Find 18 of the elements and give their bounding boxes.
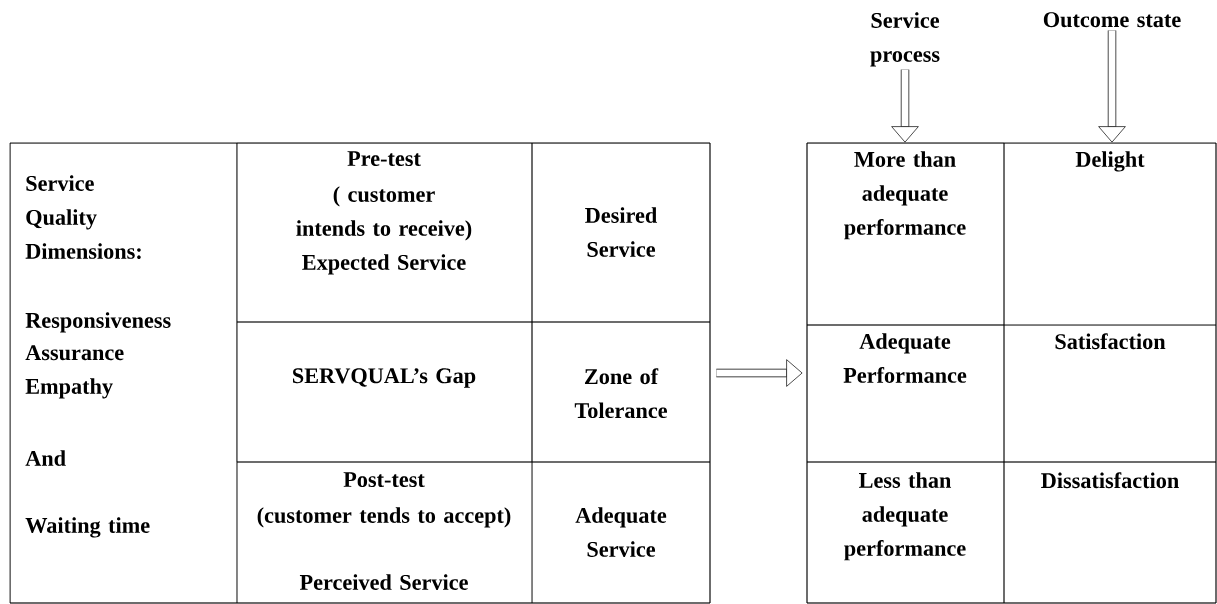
column-heading: Outcome state [1043, 12, 1181, 28]
block-arrow [716, 359, 803, 387]
table-cell: Satisfaction [1003, 324, 1217, 463]
table-cell: Dissatisfaction [1003, 461, 1217, 604]
column-heading: Service process [870, 12, 940, 67]
table-cell: Desired Service [531, 142, 711, 323]
table-cell: Post-test (customer tends to accept) Perceived Service [236, 461, 533, 604]
table-cell: Zone of Tolerance [531, 321, 711, 463]
table-cell: More than adequate performance [806, 142, 1005, 326]
block-arrow [1098, 30, 1126, 143]
block-arrow [891, 69, 919, 143]
table-cell: Less than adequate performance [806, 461, 1005, 604]
table-cell: Pre-test ( customer intends to receive) Expected Service [236, 142, 533, 323]
table-cell: Service Quality Dimensions: Responsiveness Assurance Empathy And Waiting time [9, 142, 238, 604]
table-cell: Delight [1003, 142, 1217, 326]
table-cell: Adequate Performance [806, 324, 1005, 463]
table-cell: SERVQUAL’s Gap [236, 321, 533, 463]
table-cell: Adequate Service [531, 461, 711, 604]
